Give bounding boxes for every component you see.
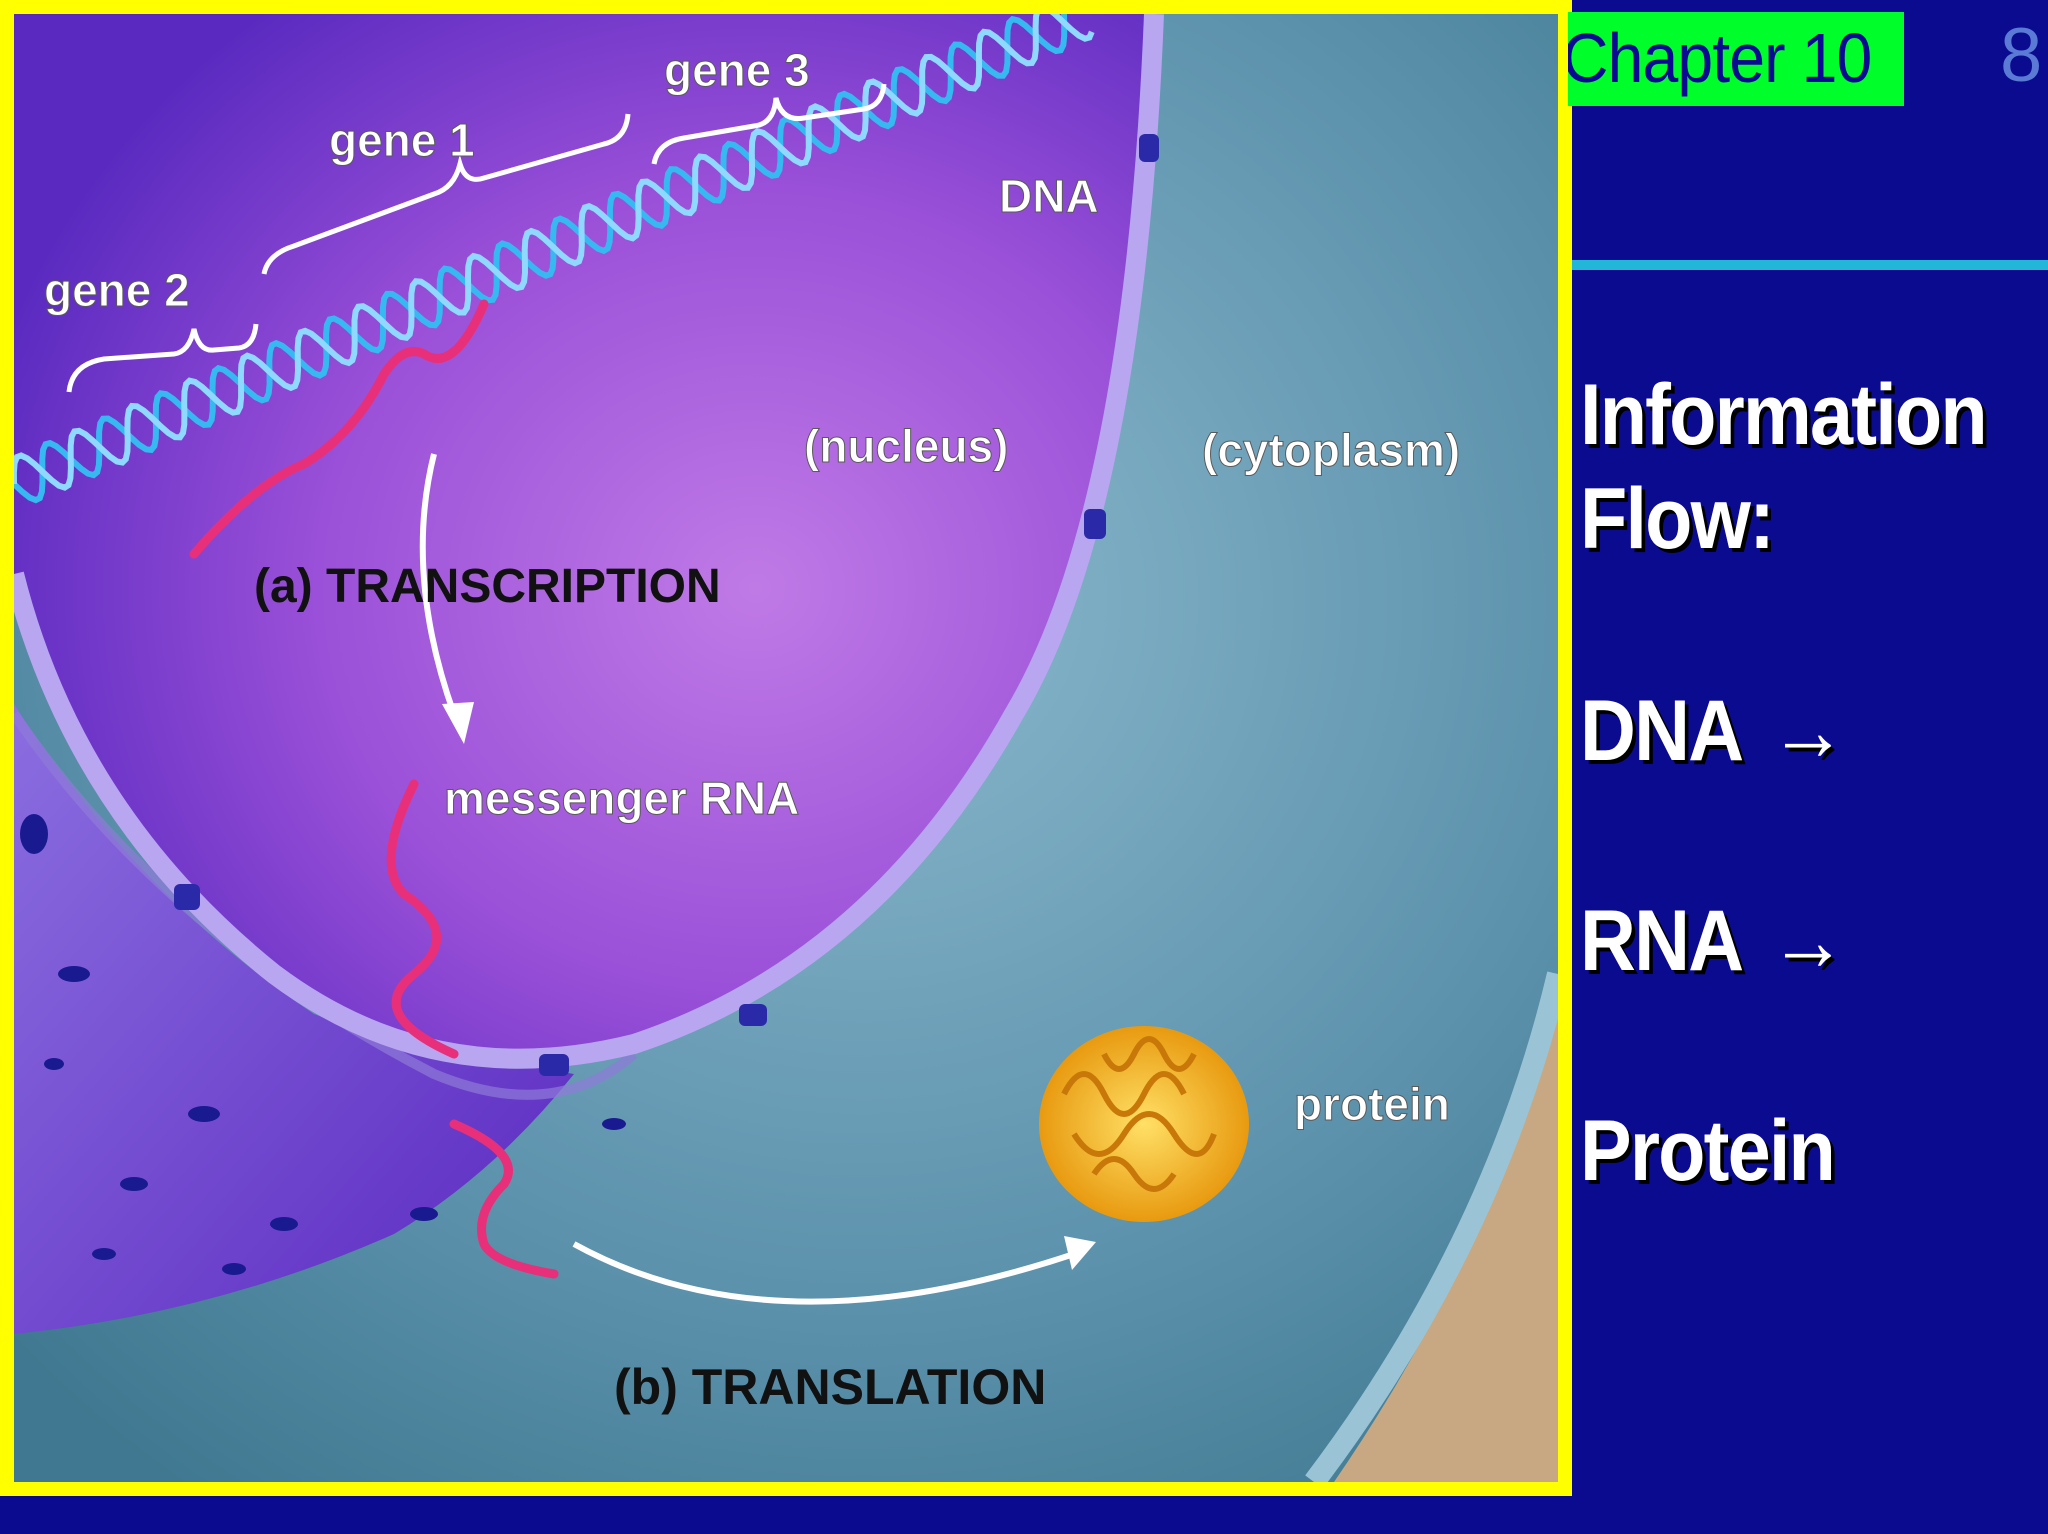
transcription-arrowhead	[442, 702, 474, 744]
flow-step-dna-label: DNA	[1580, 683, 1744, 779]
gene3-bracket	[651, 83, 887, 165]
nuclear-envelope	[14, 14, 1164, 1069]
nuclear-pores	[174, 134, 1159, 1076]
label-transcription: (a) TRANSCRIPTION	[254, 560, 721, 613]
label-translation: (b) TRANSLATION	[614, 1359, 1046, 1415]
label-dna: DNA	[999, 170, 1099, 222]
cell-membrane	[1305, 971, 1558, 1482]
flow-step-rna: RNA →	[1580, 893, 1847, 989]
gene2-bracket	[66, 323, 259, 393]
dna-strand-a	[14, 14, 1068, 504]
label-protein: protein	[1294, 1078, 1450, 1130]
header-divider	[1572, 260, 2048, 270]
flow-step-protein: Protein	[1580, 1103, 1836, 1199]
right-arrow-icon: →	[1769, 893, 1846, 989]
flow-step-rna-label: RNA	[1580, 893, 1744, 989]
transcription-arrow	[419, 453, 457, 716]
extracellular-corner	[1334, 1014, 1558, 1482]
label-gene1: gene 1	[329, 114, 475, 166]
messenger-rna-strand	[386, 779, 459, 1059]
heading-line1: Information	[1580, 367, 1988, 463]
gene1-bracket	[261, 113, 631, 275]
label-messenger-rna: messenger RNA	[444, 772, 799, 824]
translation-arrow	[572, 1241, 1075, 1305]
right-arrow-icon: →	[1769, 683, 1846, 779]
dna-double-helix	[14, 14, 1095, 504]
label-gene3: gene 3	[664, 44, 810, 96]
flow-step-dna: DNA →	[1580, 683, 1847, 779]
messenger-rna-exiting	[449, 1119, 559, 1279]
heading-line2: Flow:	[1580, 471, 1775, 567]
dna-strand-b	[14, 14, 1095, 491]
er-pores	[20, 814, 626, 1275]
page-number: 8	[2000, 13, 2043, 98]
gene-expression-diagram: gene 3 gene 1 gene 2 DNA (nucleus) (cyto…	[14, 14, 1558, 1482]
label-gene2: gene 2	[44, 264, 190, 316]
cell-illustration: gene 3 gene 1 gene 2 DNA (nucleus) (cyto…	[0, 0, 1572, 1496]
chapter-label: Chapter 10	[1568, 19, 1872, 97]
endoplasmic-reticulum	[14, 704, 574, 1334]
rna-strand-transcribing	[189, 299, 489, 559]
label-cytoplasm: (cytoplasm)	[1202, 424, 1460, 476]
gene-brackets	[66, 83, 887, 393]
label-nucleus: (nucleus)	[804, 420, 1008, 472]
translation-arrowhead	[1064, 1236, 1096, 1270]
protein-molecule	[1039, 1026, 1249, 1222]
nucleus	[14, 14, 1154, 1059]
chapter-badge: Chapter 10	[1568, 12, 1904, 106]
